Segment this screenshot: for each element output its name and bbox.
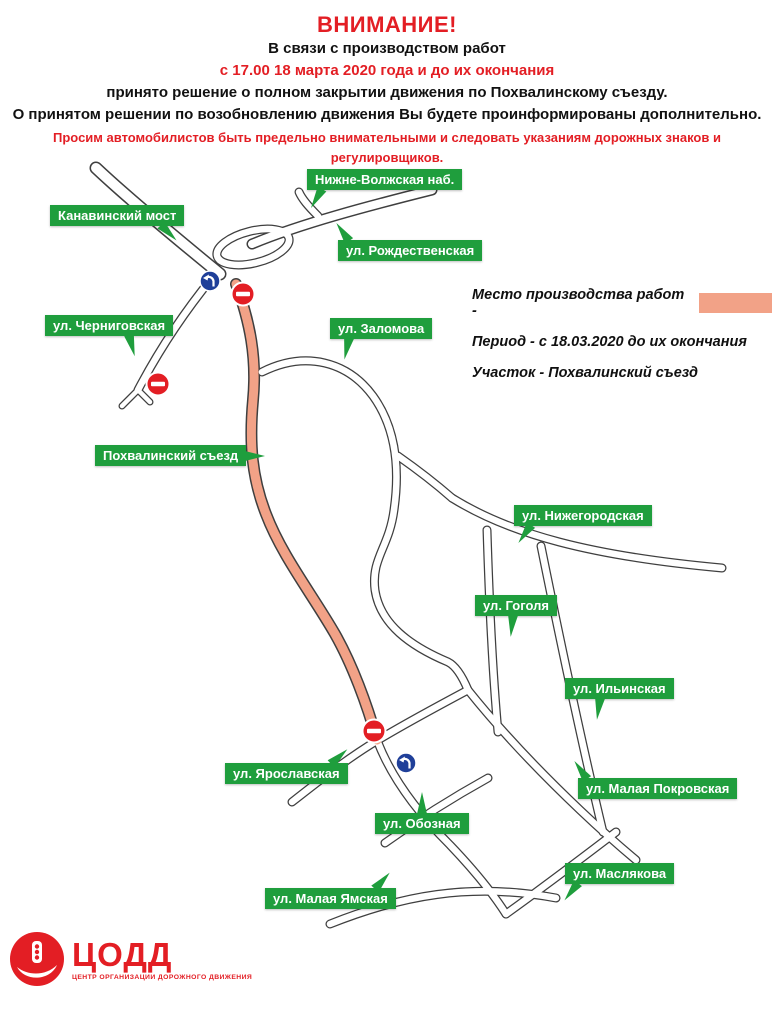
road-casing-layer — [96, 168, 722, 924]
header-line-4: О принятом решении по возобновлению движ… — [12, 106, 762, 123]
street-label-gogolya: ул. Гоголя — [475, 595, 557, 638]
street-label-kanavinsky-most: Канавинский мост — [50, 205, 185, 245]
header: ВНИМАНИЕ! В связи с производством работ … — [0, 0, 774, 168]
street-label-malaya-pokrovskaya: ул. Малая Покровская — [570, 758, 738, 799]
legend-section-row: Участок - Похвалинский съезд — [472, 365, 772, 381]
label-pointer — [505, 614, 518, 638]
street-label-ilinskaya: ул. Ильинская — [565, 678, 674, 721]
street-label-text: ул. Малая Ямская — [273, 891, 388, 906]
closed-route-highlight — [236, 284, 377, 740]
header-line-5: Просим автомобилистов быть предельно вни… — [53, 130, 721, 165]
codd-logo-subtitle: ЦЕНТР ОРГАНИЗАЦИИ ДОРОЖНОГО ДВИЖЕНИЯ — [72, 973, 253, 981]
no-entry-icon — [361, 718, 387, 744]
legend-period-row: Период - с 18.03.2020 до их окончания — [472, 334, 772, 350]
street-label-yaroslavskaya: ул. Ярославская — [225, 745, 351, 784]
street-label-text: ул. Рождественская — [346, 243, 475, 258]
street-label-text: ул. Малая Покровская — [586, 781, 730, 796]
street-label-text: ул. Нижегородская — [522, 508, 644, 523]
street-label-text: Похвалинский съезд — [103, 448, 239, 463]
street-label-text: ул. Черниговская — [53, 318, 166, 333]
closed-route-color-swatch — [698, 293, 772, 313]
label-pointer — [417, 792, 428, 814]
street-label-text: ул. Заломова — [338, 321, 425, 336]
street-label-chernigovskaya: ул. Черниговская — [45, 315, 174, 358]
street-label-nizhne-volzhskaya: Нижне-Волжская наб. — [306, 169, 463, 211]
street-label-maslyakova: ул. Маслякова — [560, 863, 675, 904]
no-entry-icon — [230, 281, 256, 307]
legend: Место производства работ - Период - с 18… — [472, 287, 772, 396]
street-label-text: ул. Маслякова — [573, 866, 667, 881]
street-label-text: ул. Гоголя — [483, 598, 549, 613]
header-line-1: В связи с производством работ — [268, 40, 506, 57]
legend-section-label: Участок - Похвалинский съезд — [472, 365, 698, 381]
street-label-text: ул. Ярославская — [233, 766, 340, 781]
legend-works-label: Место производства работ - — [472, 287, 685, 319]
codd-logo: ЦОДД ЦЕНТР ОРГАНИЗАЦИИ ДОРОЖНОГО ДВИЖЕНИ… — [8, 930, 252, 988]
street-label-text: Канавинский мост — [58, 208, 177, 223]
street-label-pokhvalinsky-sezd: Похвалинский съезд — [95, 445, 266, 466]
street-label-oboznaya: ул. Обозная — [375, 792, 469, 834]
legend-works-row: Место производства работ - — [472, 287, 772, 319]
road-surface-layer — [96, 168, 722, 924]
street-label-zalomova: ул. Заломова — [330, 318, 433, 361]
street-label-malaya-yamskaya: ул. Малая Ямская — [265, 869, 396, 909]
street-label-text: ул. Ильинская — [573, 681, 666, 696]
header-line-2: с 17.00 18 марта 2020 года и до их оконч… — [219, 62, 555, 79]
street-label-nizhegorodskaya: ул. Нижегородская — [514, 505, 652, 546]
header-title: ВНИМАНИЕ! — [316, 12, 457, 37]
codd-logo-name: ЦОДД — [72, 935, 173, 973]
no-entry-icon — [145, 371, 171, 397]
label-pointer — [245, 451, 266, 461]
turn-sign-icon — [395, 752, 417, 774]
header-line-3: принято решение о полном закрытии движен… — [106, 84, 668, 101]
turn-sign-icon — [199, 270, 221, 292]
codd-logo-icon — [10, 932, 64, 986]
legend-period-label: Период - с 18.03.2020 до их окончания — [472, 334, 747, 350]
street-label-rozhdestvenskaya: ул. Рождественская — [332, 220, 483, 261]
street-label-text: Нижне-Волжская наб. — [315, 172, 455, 187]
street-label-text: ул. Обозная — [383, 816, 461, 831]
codd-logo-text: ЦОДД ЦЕНТР ОРГАНИЗАЦИИ ДОРОЖНОГО ДВИЖЕНИ… — [72, 935, 253, 981]
